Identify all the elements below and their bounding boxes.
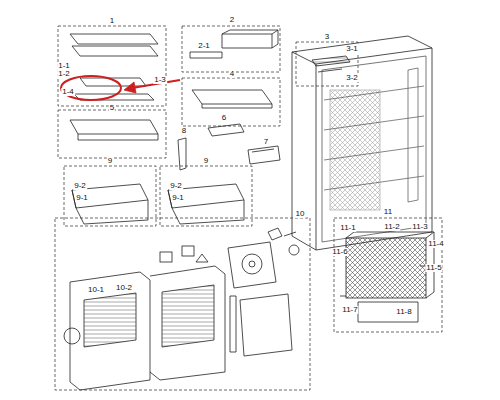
callout-number: 11-6	[331, 248, 348, 256]
callout-number: 8	[181, 127, 187, 135]
callout-number: 1-1	[57, 62, 71, 70]
callout-number: 1-4	[61, 88, 75, 96]
callout-number: 1-3	[153, 76, 167, 84]
callout-number: 10-2	[115, 284, 133, 292]
callout-number: 3-2	[345, 74, 359, 82]
callout-number: 3-1	[345, 45, 359, 53]
callout-number: 1	[109, 17, 115, 25]
callout-number: 9-1	[171, 194, 185, 202]
callout-number: 5	[109, 104, 115, 112]
callout-number: 1-2	[57, 70, 71, 78]
callout-number: 4	[229, 70, 235, 78]
callout-number: 10	[295, 210, 306, 218]
callout-number: 2	[229, 16, 235, 24]
callout-number: 11-4	[427, 240, 444, 248]
callout-number: 9	[203, 157, 209, 165]
callout-number: 11-2	[383, 223, 400, 231]
callout-number: 3	[324, 33, 330, 41]
callout-number: 11-8	[395, 308, 412, 316]
callout-number: 2-1	[197, 42, 211, 50]
callout-number: 11-5	[425, 264, 442, 272]
callout-number: 11	[383, 208, 393, 216]
callout-number: 10-1	[87, 286, 105, 294]
callout-number: 11-1	[339, 224, 356, 232]
callout-number: 9-1	[75, 194, 89, 202]
callout-number: 9-2	[73, 182, 87, 190]
callout-number: 11-3	[411, 223, 428, 231]
callout-number: 11-7	[341, 306, 358, 314]
callout-number: 9-2	[169, 182, 183, 190]
callout-number: 7	[263, 138, 269, 146]
callout-number: 9	[107, 157, 113, 165]
callout-number: 6	[221, 114, 227, 122]
